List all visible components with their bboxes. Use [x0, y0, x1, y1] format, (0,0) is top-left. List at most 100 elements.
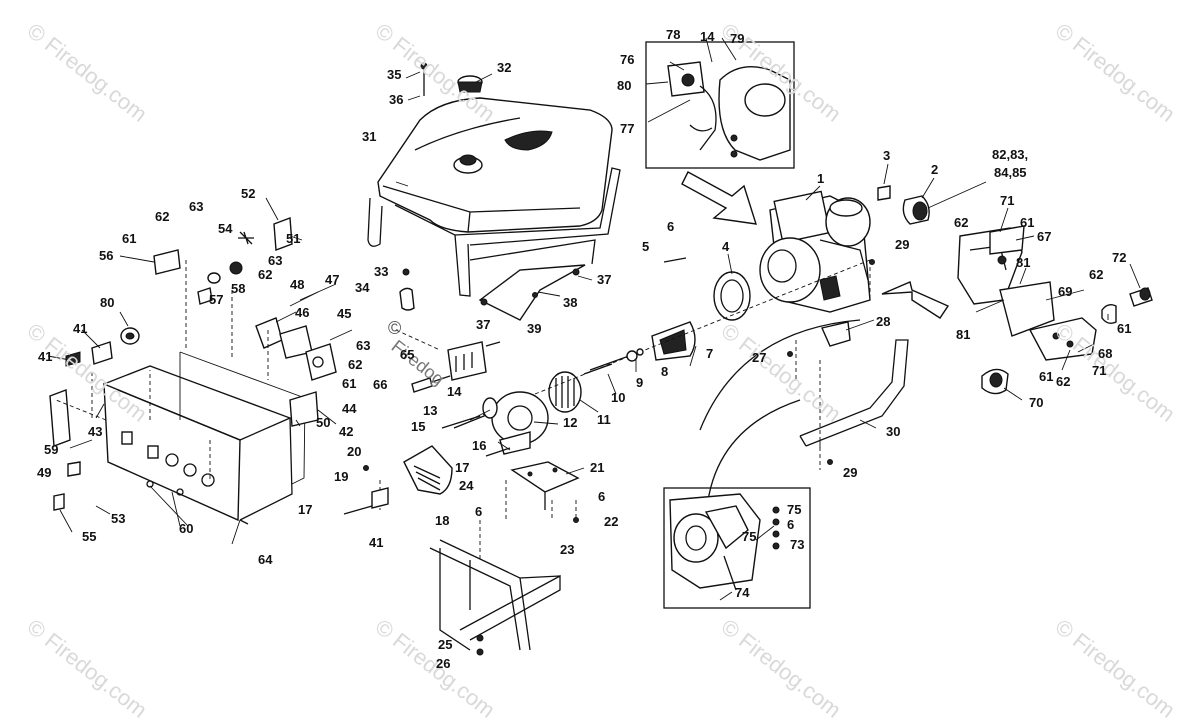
part-label: 55 — [82, 529, 97, 544]
part-label: 10 — [611, 390, 626, 405]
part-label: 5 — [642, 239, 650, 254]
part-label: 29 — [843, 465, 858, 480]
part-label: 58 — [231, 281, 246, 296]
part-label: 22 — [604, 514, 619, 529]
inset-fuel-shutoff — [645, 41, 795, 169]
wiring-dashes — [55, 260, 871, 560]
bracket-28 — [821, 321, 851, 347]
frame-30 — [799, 339, 909, 450]
part-label: 30 — [886, 424, 901, 439]
part-label: 27 — [752, 350, 767, 365]
part-label: 37 — [597, 272, 612, 287]
part-label: 82,83, — [992, 147, 1029, 162]
leader-lines — [47, 37, 1141, 601]
part-label: 33 — [374, 264, 389, 279]
part-label: 62 — [155, 209, 170, 224]
part-label: 3 — [883, 148, 891, 163]
part-label: 76 — [620, 52, 635, 67]
part-label: 64 — [258, 552, 273, 567]
direction-arrows — [681, 171, 950, 319]
part-label: 1 — [817, 171, 825, 186]
tank-cap — [420, 62, 483, 96]
part-label: 2 — [931, 162, 939, 177]
part-label: 53 — [111, 511, 126, 526]
part-label: 12 — [563, 415, 578, 430]
part-label: 8 — [661, 364, 669, 379]
part-label: 51 — [286, 231, 301, 246]
part-label: 71 — [1000, 193, 1015, 208]
part-label: 31 — [362, 129, 377, 144]
part-label: 59 — [44, 442, 59, 457]
part-label: 54 — [218, 221, 233, 236]
part-label: 57 — [209, 292, 224, 307]
part-label: 84,85 — [994, 165, 1027, 180]
control-panel — [103, 351, 306, 525]
part-label: 19 — [334, 469, 349, 484]
exploded-parts-diagram — [47, 37, 1153, 656]
part-label: 52 — [241, 186, 256, 201]
part-label: 62 — [258, 267, 273, 282]
part-label: 13 — [423, 403, 438, 418]
part-label: 39 — [527, 321, 542, 336]
part-label: 11 — [597, 412, 611, 427]
part-label: 48 — [290, 277, 305, 292]
part-label: 78 — [666, 27, 681, 42]
part-label: 44 — [342, 401, 357, 416]
part-label: 28 — [876, 314, 891, 329]
part-label: 21 — [590, 460, 605, 475]
part-label: 74 — [735, 585, 750, 600]
part-label: 81 — [1016, 255, 1031, 270]
part-label: 69 — [1058, 284, 1073, 299]
center-watermark: © — [388, 318, 402, 338]
part-label: 62 — [1056, 374, 1071, 389]
part-label: 6 — [475, 504, 483, 519]
end-cover — [403, 445, 453, 495]
part-label: 75 — [787, 502, 802, 517]
tank-bracket — [478, 264, 586, 321]
part-label: 61 — [1117, 321, 1132, 336]
part-label: 43 — [88, 424, 103, 439]
part-label: 41 — [73, 321, 88, 336]
part-label: 37 — [476, 317, 491, 332]
part-label: 41 — [369, 535, 384, 550]
part-label: 65 — [400, 347, 415, 362]
part-label: 70 — [1029, 395, 1044, 410]
part-label: 66 — [373, 377, 388, 392]
part-label: 61 — [122, 231, 137, 246]
tank-frame — [367, 167, 621, 297]
part-label: 16 — [472, 438, 487, 453]
part-label: 46 — [295, 305, 310, 320]
part-label: 4 — [722, 239, 730, 254]
part-label: 47 — [325, 272, 340, 287]
end-bell — [482, 391, 549, 455]
part-label: 61 — [342, 376, 357, 391]
part-label: 73 — [790, 537, 805, 552]
part-label: 80 — [617, 78, 632, 93]
part-label: 75 — [742, 529, 757, 544]
part-label: 45 — [337, 306, 352, 321]
engine-small-parts — [877, 185, 930, 225]
frame-23 — [429, 539, 561, 656]
part-label: 36 — [389, 92, 404, 107]
part-label: 63 — [356, 338, 371, 353]
part-label: 41 — [38, 349, 53, 364]
connector-curve — [699, 319, 861, 431]
part-label: 14 — [700, 29, 715, 44]
part-label: 24 — [459, 478, 474, 493]
part-label: 6 — [787, 517, 795, 532]
part-label: 80 — [100, 295, 115, 310]
part-label: 7 — [706, 346, 714, 361]
part-label: 14 — [447, 384, 462, 399]
part-label: 62 — [954, 215, 969, 230]
part-label: 63 — [268, 253, 283, 268]
part-label: 18 — [435, 513, 450, 528]
brush-holder — [447, 341, 501, 381]
part-label: 35 — [387, 67, 402, 82]
part-label: 62 — [348, 357, 363, 372]
bracket-21 — [510, 461, 580, 510]
part-label: 79 — [730, 31, 745, 46]
part-label: 17 — [298, 502, 313, 517]
inset-carburetor — [663, 487, 811, 609]
part-label: 6 — [598, 489, 606, 504]
part-label: 71 — [1092, 363, 1107, 378]
